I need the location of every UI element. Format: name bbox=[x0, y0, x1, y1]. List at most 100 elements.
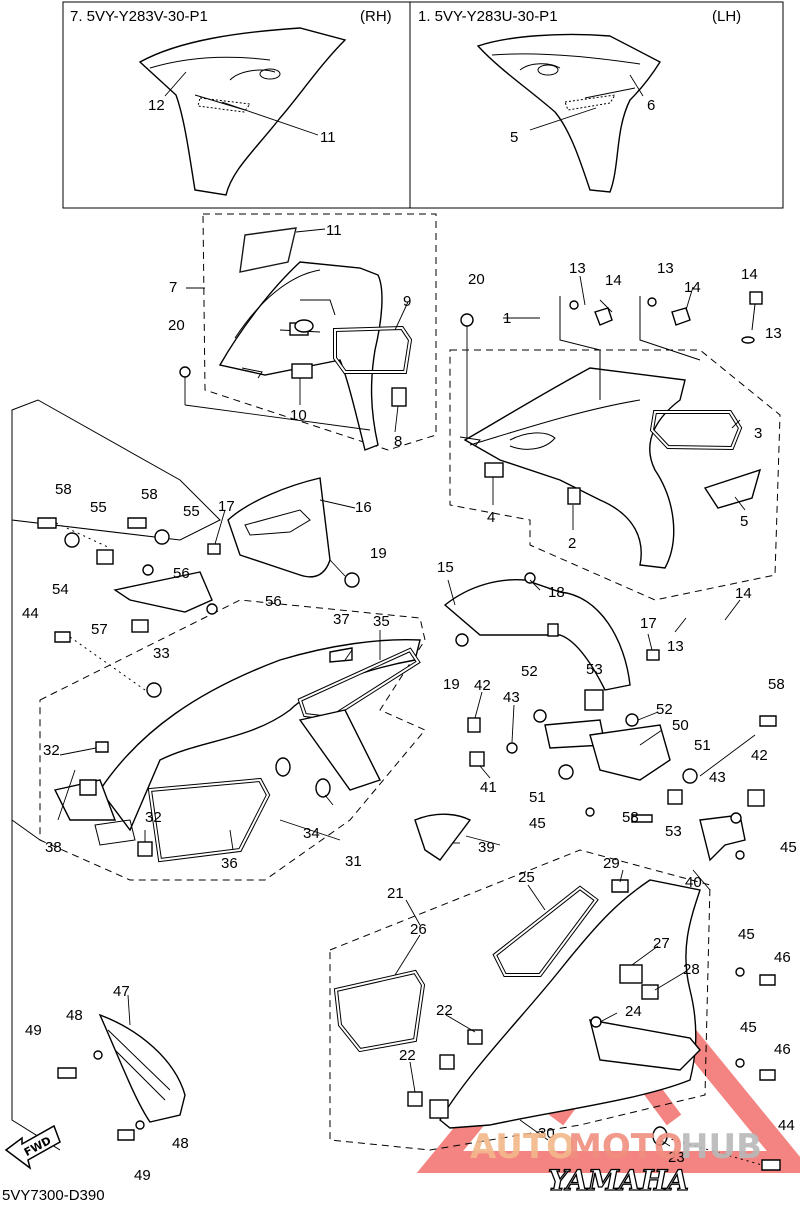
callout-label: 38 bbox=[45, 839, 62, 856]
callout-label: 17 bbox=[640, 615, 657, 632]
watermark-hub: HUB bbox=[680, 1127, 762, 1167]
callout-label: 40 bbox=[685, 874, 702, 891]
inset-box: 7. 5VY-Y283V-30-P1 (RH) 1. 5VY-Y283U-30-… bbox=[62, 1, 784, 209]
callout-label: 14 bbox=[741, 266, 758, 283]
callout-label: 10 bbox=[290, 407, 307, 424]
part-side-cover-21 bbox=[333, 879, 781, 1171]
callout-label: 36 bbox=[221, 855, 238, 872]
yamaha-label: YAMAHA bbox=[548, 1164, 689, 1197]
fwd-arrow: FWD bbox=[4, 1124, 61, 1170]
fasteners-left bbox=[37, 517, 218, 698]
callout-label: 6 bbox=[647, 97, 655, 114]
callout-label: 53 bbox=[586, 661, 603, 678]
callout-label: 33 bbox=[153, 645, 170, 662]
callout-label: 39 bbox=[478, 839, 495, 856]
callout-label: 58 bbox=[55, 481, 72, 498]
callout-label: 58 bbox=[768, 676, 785, 693]
callout-labels: 12 11 5 6 11 7 20 9 10 8 20 1 13 14 13 1… bbox=[22, 97, 797, 1184]
callout-label: 55 bbox=[183, 503, 200, 520]
callout-label: 23 bbox=[668, 1149, 685, 1166]
group-boundaries bbox=[11, 213, 781, 1151]
callout-label: 52 bbox=[656, 701, 673, 718]
callout-label: 22 bbox=[436, 1002, 453, 1019]
callout-label: 43 bbox=[709, 769, 726, 786]
callout-label: 37 bbox=[333, 611, 350, 628]
callout-label: 11 bbox=[320, 129, 336, 146]
callout-label: 41 bbox=[480, 779, 497, 796]
callout-label: 48 bbox=[172, 1135, 189, 1152]
callout-label: 14 bbox=[735, 585, 752, 602]
leader-lines bbox=[57, 228, 756, 1147]
callout-label: 51 bbox=[694, 737, 711, 754]
callout-label: 47 bbox=[113, 983, 130, 1000]
callout-label: 58 bbox=[622, 809, 639, 826]
callout-label: 53 bbox=[665, 823, 682, 840]
callout-label: 32 bbox=[145, 809, 162, 826]
callout-label: 27 bbox=[653, 935, 670, 952]
watermark-auto: AUTO bbox=[470, 1127, 575, 1167]
callout-label: 44 bbox=[778, 1117, 795, 1134]
callout-label: 4 bbox=[487, 509, 495, 526]
callout-label: 42 bbox=[474, 677, 491, 694]
callout-label: 34 bbox=[303, 825, 320, 842]
callout-label: 57 bbox=[91, 621, 108, 638]
callout-label: 24 bbox=[625, 1003, 642, 1020]
callout-label: 9 bbox=[403, 293, 411, 310]
callout-label: 48 bbox=[66, 1007, 83, 1024]
part-side-cover-31 bbox=[53, 638, 421, 863]
callout-label: 21 bbox=[387, 885, 404, 902]
callout-label: 45 bbox=[780, 839, 797, 856]
callout-label: 56 bbox=[265, 593, 282, 610]
inset-rh-part-no: 7. 5VY-Y283V-30-P1 bbox=[70, 8, 208, 25]
callout-label: 46 bbox=[774, 949, 791, 966]
callout-label: 19 bbox=[443, 676, 460, 693]
callout-label: 42 bbox=[751, 747, 768, 764]
callout-label: 22 bbox=[399, 1047, 416, 1064]
callout-label: 49 bbox=[134, 1167, 151, 1184]
diagram-code: 5VY7300-D390 bbox=[2, 1187, 105, 1204]
callout-label: 25 bbox=[518, 869, 535, 886]
callout-label: 13 bbox=[657, 260, 674, 277]
fasteners-top-right bbox=[559, 291, 763, 400]
callout-label: 45 bbox=[738, 926, 755, 943]
callout-label: 14 bbox=[684, 279, 701, 296]
callout-label: 50 bbox=[672, 717, 689, 734]
inset-rh-side: (RH) bbox=[360, 8, 392, 25]
callout-label: 54 bbox=[52, 581, 69, 598]
callout-label: 2 bbox=[568, 535, 576, 552]
callout-label: 26 bbox=[410, 921, 427, 938]
callout-label: 31 bbox=[345, 853, 362, 870]
watermark-text: AUTO MOTO HUB bbox=[470, 1127, 762, 1167]
callout-label: 7 bbox=[169, 279, 177, 296]
callout-label: 49 bbox=[25, 1022, 42, 1039]
part-inner-panel-15 bbox=[443, 572, 660, 691]
callout-label: 13 bbox=[667, 638, 684, 655]
callout-label: 17 bbox=[218, 498, 235, 515]
callout-label: 14 bbox=[605, 272, 622, 289]
watermark-moto: MOTO bbox=[568, 1127, 683, 1167]
callout-label: 35 bbox=[373, 613, 390, 630]
callout-label: 52 bbox=[521, 663, 538, 680]
part-brackets-center bbox=[414, 689, 777, 862]
callout-label: 44 bbox=[22, 605, 39, 622]
callout-label: 45 bbox=[740, 1019, 757, 1036]
callout-label: 12 bbox=[148, 97, 165, 114]
yamaha-logo: YAMAHA bbox=[547, 1163, 689, 1197]
callout-label: 8 bbox=[394, 433, 402, 450]
inset-lh-side: (LH) bbox=[712, 8, 741, 25]
callout-label: 30 bbox=[538, 1125, 555, 1142]
callout-label: 32 bbox=[43, 742, 60, 759]
part-cowling-lh bbox=[459, 313, 762, 569]
callout-label: 29 bbox=[603, 855, 620, 872]
part-panel-47 bbox=[57, 1013, 186, 1141]
callout-label: 5 bbox=[510, 129, 518, 146]
callout-label: 18 bbox=[548, 584, 565, 601]
callout-label: 56 bbox=[173, 565, 190, 582]
callout-label: 20 bbox=[168, 317, 185, 334]
callout-label: 58 bbox=[141, 486, 158, 503]
callout-label: 16 bbox=[355, 499, 372, 516]
callout-label: 3 bbox=[754, 425, 762, 442]
callout-label: 51 bbox=[529, 789, 546, 806]
callout-label: 28 bbox=[683, 961, 700, 978]
